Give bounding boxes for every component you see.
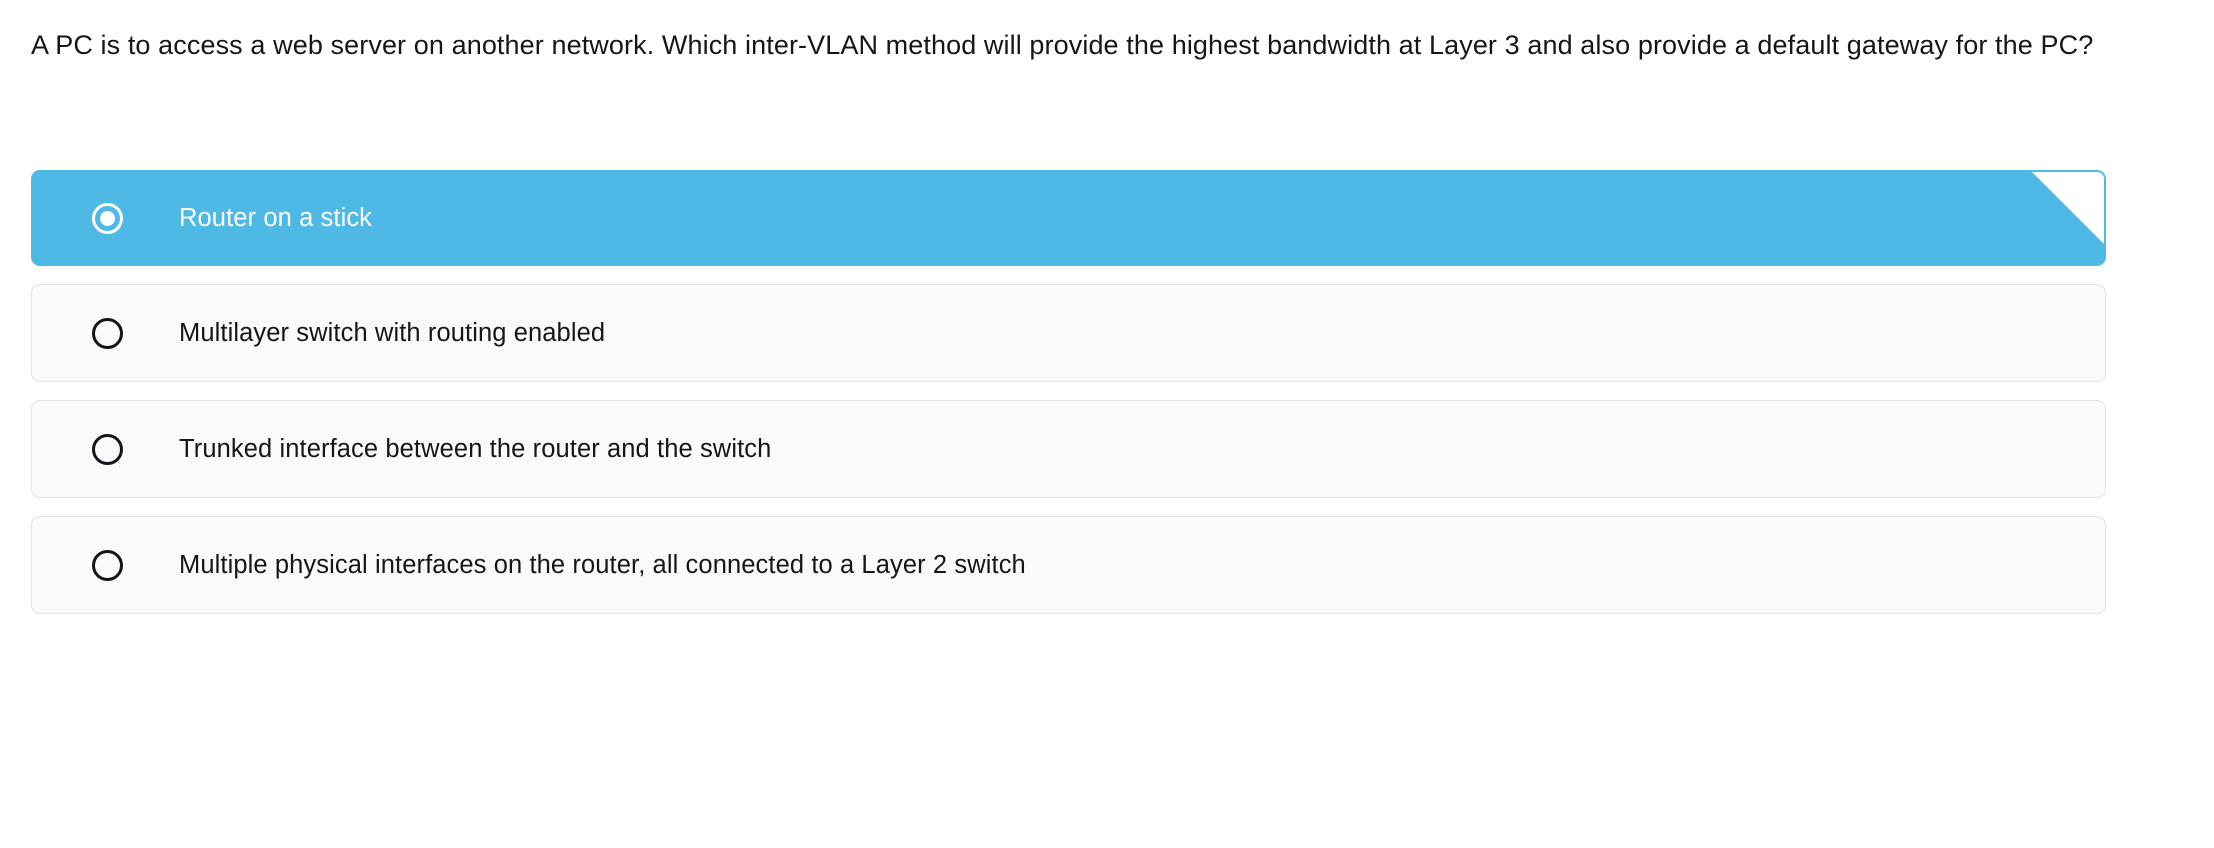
- answer-option-2-label: Multilayer switch with routing enabled: [179, 319, 606, 347]
- radio-checked-icon[interactable]: [92, 202, 123, 234]
- radio-unchecked-icon[interactable]: [92, 433, 123, 465]
- answer-option-4-label: Multiple physical interfaces on the rout…: [179, 551, 1026, 579]
- answer-option-1-label: Router on a stick: [179, 204, 373, 232]
- question-prompt: A PC is to access a web server on anothe…: [31, 30, 2094, 60]
- answer-option-3-label: Trunked interface between the router and…: [179, 435, 772, 463]
- radio-unchecked-icon[interactable]: [92, 317, 123, 349]
- folded-corner-icon: [2030, 171, 2105, 246]
- radio-unchecked-icon[interactable]: [92, 549, 123, 581]
- answer-option-1[interactable]: Router on a stick: [31, 170, 2106, 266]
- answer-option-3[interactable]: Trunked interface between the router and…: [31, 400, 2106, 498]
- answer-options-list: Router on a stick Multilayer switch with…: [31, 170, 2106, 632]
- answer-option-4[interactable]: Multiple physical interfaces on the rout…: [31, 516, 2106, 614]
- answer-option-2[interactable]: Multilayer switch with routing enabled: [31, 284, 2106, 382]
